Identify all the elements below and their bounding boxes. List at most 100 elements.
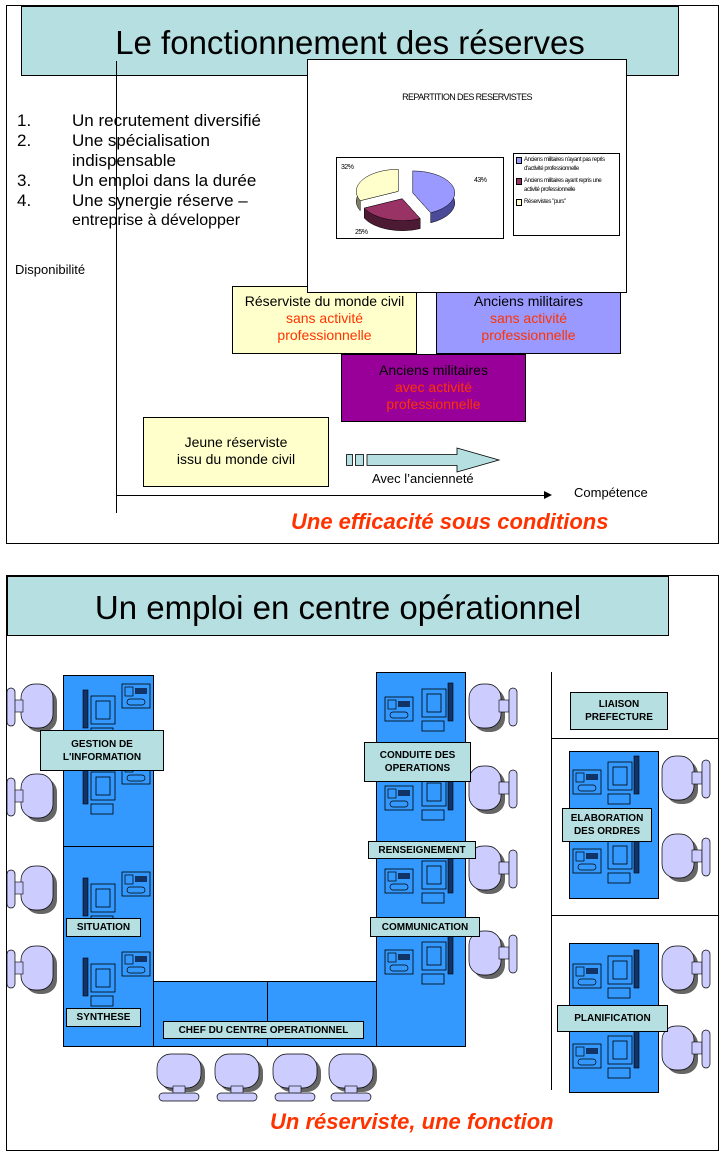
phone-icon	[384, 785, 414, 811]
computer-icon	[421, 854, 454, 904]
legend-swatch	[516, 178, 522, 185]
computer-icon	[82, 765, 116, 815]
computer-icon	[607, 1029, 640, 1079]
label-conduite-operations: CONDUITE DES OPERATIONS	[364, 742, 471, 782]
chair-icon	[468, 930, 518, 979]
numbered-list: 1.Un recrutement diversifié 2. Une spécia…	[17, 111, 317, 231]
phone-icon	[384, 868, 414, 894]
phone-icon	[121, 951, 151, 977]
list-number: 1.	[17, 111, 32, 130]
chair-icon	[7, 865, 57, 914]
chair-icon	[661, 833, 711, 882]
phone-icon	[572, 848, 602, 874]
chair-icon	[328, 1053, 377, 1102]
list-text: Une synergie réserve –	[72, 191, 248, 210]
chair-icon	[156, 1053, 205, 1102]
label-elaboration-ordres: ELABORATION DES ORDRES	[562, 808, 652, 842]
computer-icon	[607, 834, 640, 884]
box-line: professionnelle	[481, 327, 576, 343]
y-axis	[116, 61, 117, 513]
divider	[551, 915, 718, 916]
pie-slice-reservistes-top	[356, 169, 399, 201]
computer-icon	[607, 949, 640, 999]
pie-label-anciens-avec: 25%	[355, 229, 368, 236]
label-communication: COMMUNICATION	[370, 917, 480, 937]
legend-swatch	[516, 199, 522, 206]
list-item: 2. Une spécialisation indispensable	[17, 131, 317, 171]
list-text: Un emploi dans la durée	[72, 171, 257, 190]
legend-label: Anciens militaires n'ayant pas repris d'…	[524, 157, 605, 172]
legend-item: Anciens militaires n'ayant pas repris d'…	[514, 154, 619, 175]
legend-item: Réservistes "purs"	[514, 196, 619, 208]
label-renseignement: RENSEIGNEMENT	[368, 841, 476, 859]
y-axis-label: Disponibilité	[15, 262, 86, 277]
phone-icon	[572, 1043, 602, 1069]
list-item: entreprise à développer	[17, 211, 317, 231]
computer-icon	[82, 877, 116, 927]
computer-icon	[421, 682, 454, 732]
chair-icon	[7, 773, 57, 822]
label-planification: PLANIFICATION	[557, 1005, 668, 1032]
box-line: Jeune réserviste	[184, 434, 288, 450]
pie-slice-anciens-sans	[412, 170, 456, 224]
x-axis-arrowhead	[544, 491, 552, 499]
list-number: 3.	[17, 171, 32, 190]
tagline: Un réserviste, une fonction	[270, 1109, 554, 1134]
chair-icon	[661, 945, 711, 994]
chart-popup: REPARTITION DES RESERVISTES 32% 43% 25% …	[307, 59, 627, 293]
x-axis	[116, 495, 548, 496]
box-line: Anciens militaires	[474, 293, 583, 309]
pie-label-anciens-sans: 43%	[474, 177, 487, 184]
box-jeune-reserviste: Jeune réserviste issu du monde civil	[143, 417, 329, 487]
chart-title: REPARTITION DES RESERVISTES	[402, 92, 532, 102]
chair-icon	[468, 845, 518, 894]
list-number: 2.	[17, 131, 32, 150]
chair-icon	[661, 755, 711, 804]
label-liaison-prefecture: LIAISON PREFECTURE	[570, 692, 668, 730]
chart-legend: Anciens militaires n'ayant pas repris d'…	[513, 153, 620, 236]
pie-chart	[356, 169, 456, 231]
list-item: 3. Un emploi dans la durée	[17, 171, 317, 191]
box-line: professionnelle	[277, 327, 372, 343]
chair-icon	[7, 945, 57, 994]
box-civil-sans-activite: Réserviste du monde civil sans activité …	[232, 286, 417, 354]
computer-icon	[421, 935, 454, 985]
list-number: 4.	[17, 191, 32, 210]
chair-icon	[468, 765, 518, 814]
phone-icon	[384, 696, 414, 722]
chair-icon	[272, 1053, 321, 1102]
list-text: Une spécialisation indispensable	[72, 131, 210, 170]
phone-icon	[384, 949, 414, 975]
label-chef-centre: CHEF DU CENTRE OPERATIONNEL	[163, 1021, 364, 1039]
slide-centre-operationnel: Un emploi en centre opérationnel GESTION…	[6, 575, 719, 1151]
box-anciens-avec-activite: Anciens militaires avec activité profess…	[341, 354, 526, 422]
computer-icon	[82, 957, 116, 1007]
label-synthese: SYNTHESE	[66, 1008, 141, 1027]
chair-icon	[7, 683, 57, 732]
phone-icon	[572, 963, 602, 989]
pie-slice-anciens-avec	[363, 198, 421, 231]
chair-icon	[468, 683, 518, 732]
box-line: sans activité	[285, 310, 364, 326]
box-line: professionnelle	[386, 396, 481, 412]
slide-title: Un emploi en centre opérationnel	[7, 576, 669, 636]
list-item: 1.Un recrutement diversifié	[17, 111, 317, 131]
box-line: avec activité	[394, 379, 473, 395]
box-line: Anciens militaires	[379, 362, 488, 378]
box-line: issu du monde civil	[176, 451, 296, 467]
legend-item: Anciens militaires ayant repris une acti…	[514, 175, 619, 196]
label-situation: SITUATION	[66, 918, 141, 937]
pie-slice-anciens-sans-top	[412, 170, 456, 214]
pie-slice-reservistes	[356, 169, 399, 212]
list-subtext: entreprise à développer	[72, 212, 241, 229]
computer-icon	[607, 755, 640, 805]
legend-swatch	[516, 157, 522, 164]
phone-icon	[121, 871, 151, 897]
arrow-label: Avec l’ancienneté	[372, 471, 474, 486]
box-line: Réserviste du monde civil	[244, 293, 405, 309]
tagline: Une efficacité sous conditions	[291, 509, 609, 534]
legend-label: Réservistes "purs"	[524, 199, 566, 205]
pie-slice-anciens-avec-top	[363, 198, 421, 221]
equipment-layer	[7, 682, 711, 1102]
pie-label-reservistes: 32%	[341, 164, 354, 171]
